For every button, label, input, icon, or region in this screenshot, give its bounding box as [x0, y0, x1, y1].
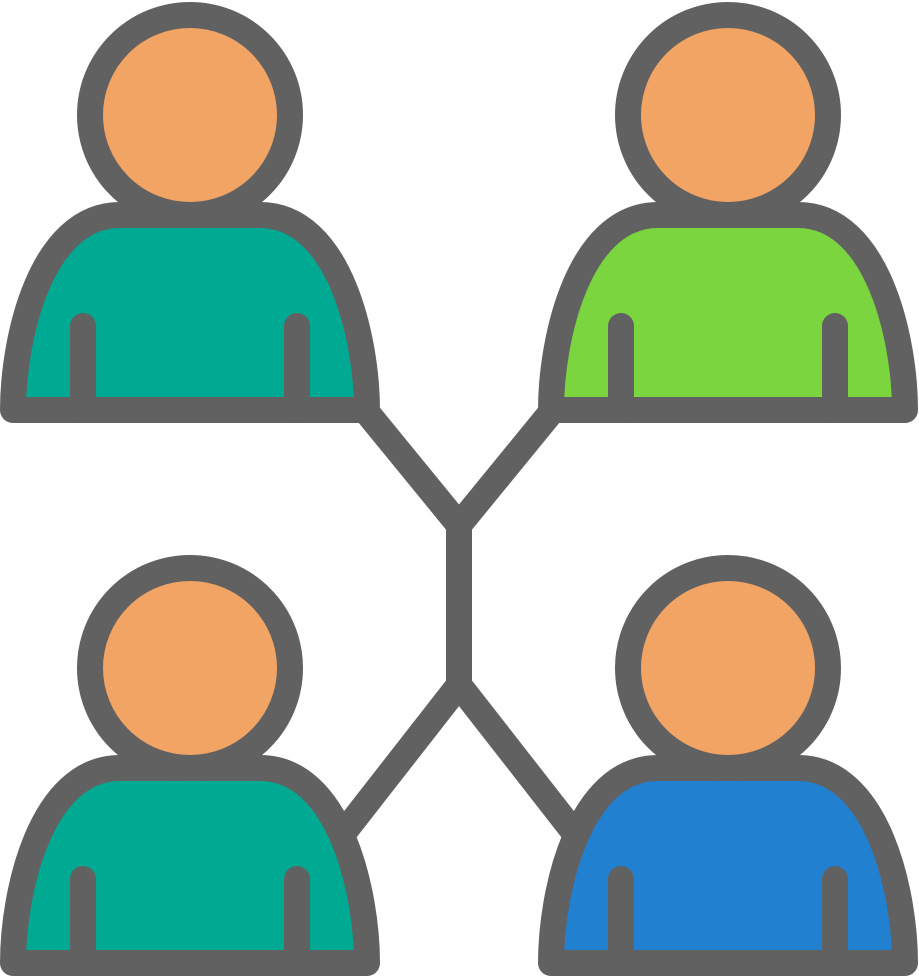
head — [615, 2, 841, 228]
person-bottom-left — [0, 555, 380, 976]
connector-bottom — [325, 672, 593, 853]
person-top-right — [538, 2, 918, 423]
shirt-body — [538, 755, 918, 976]
shirt-body — [0, 202, 380, 423]
network-connector — [325, 397, 593, 853]
head — [77, 2, 303, 228]
shirt-body — [538, 202, 918, 423]
person-top-left — [0, 2, 380, 423]
head — [77, 555, 303, 781]
person-bottom-right — [538, 555, 918, 976]
head — [615, 555, 841, 781]
connector-top — [352, 397, 566, 538]
shirt-body — [0, 755, 380, 976]
